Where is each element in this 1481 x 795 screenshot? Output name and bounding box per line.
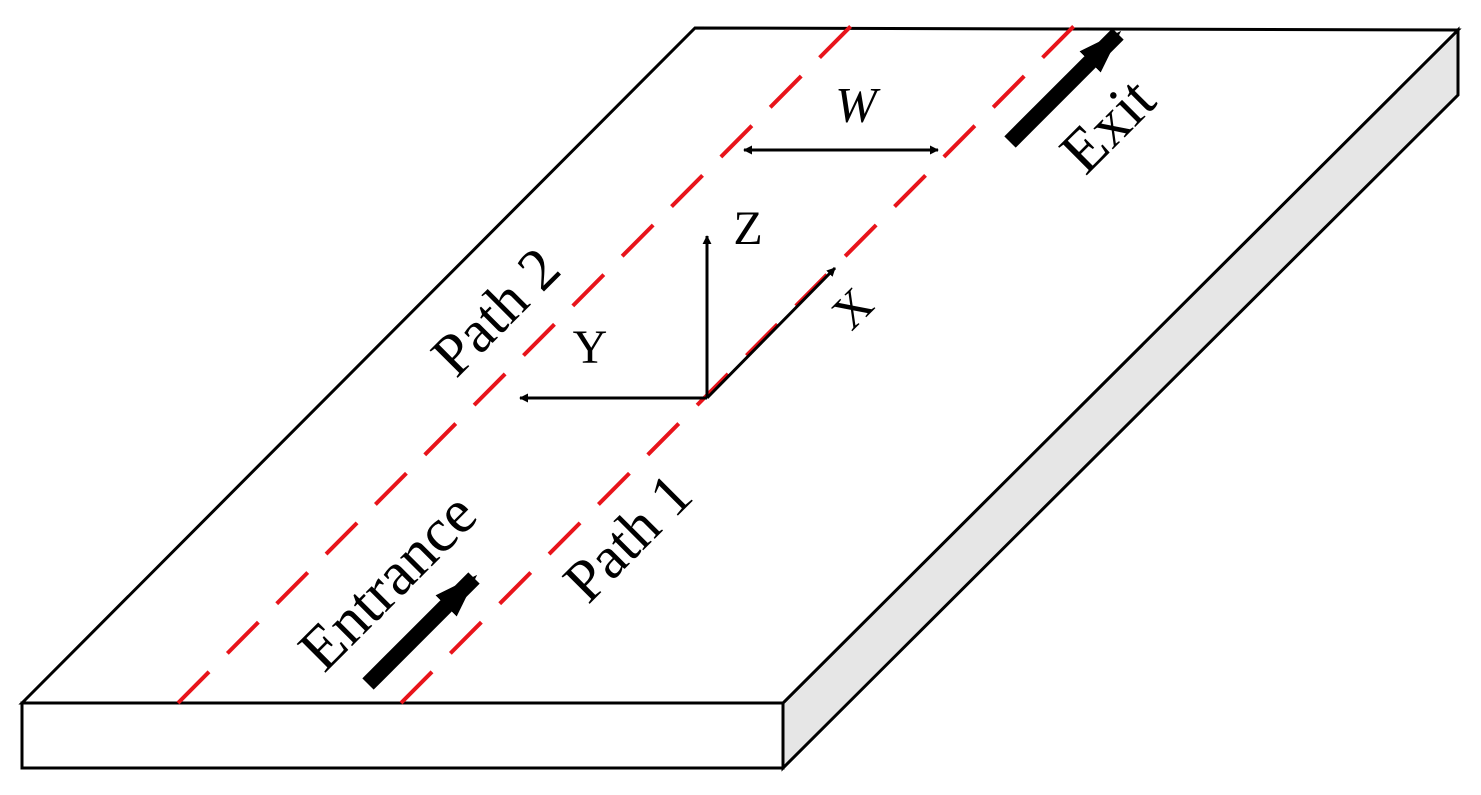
- y-axis-label: Y: [573, 321, 608, 374]
- plate-front-face: [20, 701, 785, 770]
- width-label: W: [835, 76, 881, 132]
- entrance-arrow: [362, 572, 480, 690]
- path-1-line: [399, 20, 1080, 705]
- exit-arrow: [1004, 28, 1124, 148]
- z-axis-label: Z: [733, 202, 762, 255]
- x-axis-arrow: [705, 266, 837, 400]
- path-2-line: [176, 20, 857, 705]
